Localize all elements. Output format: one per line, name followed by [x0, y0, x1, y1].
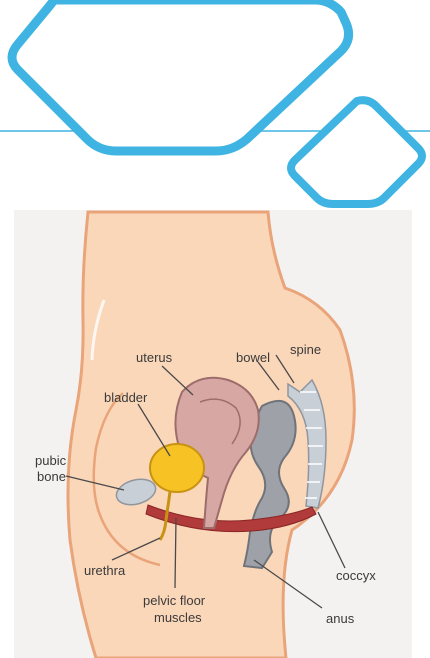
label-bowel: bowel	[236, 350, 270, 365]
label-pubic-bone-line2: bone	[37, 469, 66, 484]
label-coccyx: coccyx	[336, 568, 376, 583]
label-urethra: urethra	[84, 563, 126, 578]
label-pelvic-floor-line2: muscles	[154, 610, 202, 625]
illustration-panel: uterus bowel spine bladder pubic bone ur…	[14, 210, 412, 658]
label-pubic-bone-line1: pubic	[35, 453, 67, 468]
label-pelvic-floor-line1: pelvic floor	[143, 593, 206, 608]
label-uterus: uterus	[136, 350, 173, 365]
bladder-shape	[150, 444, 204, 492]
label-spine: spine	[290, 342, 321, 357]
label-bladder: bladder	[104, 390, 148, 405]
label-anus: anus	[326, 611, 355, 626]
header-decoration	[0, 0, 430, 205]
